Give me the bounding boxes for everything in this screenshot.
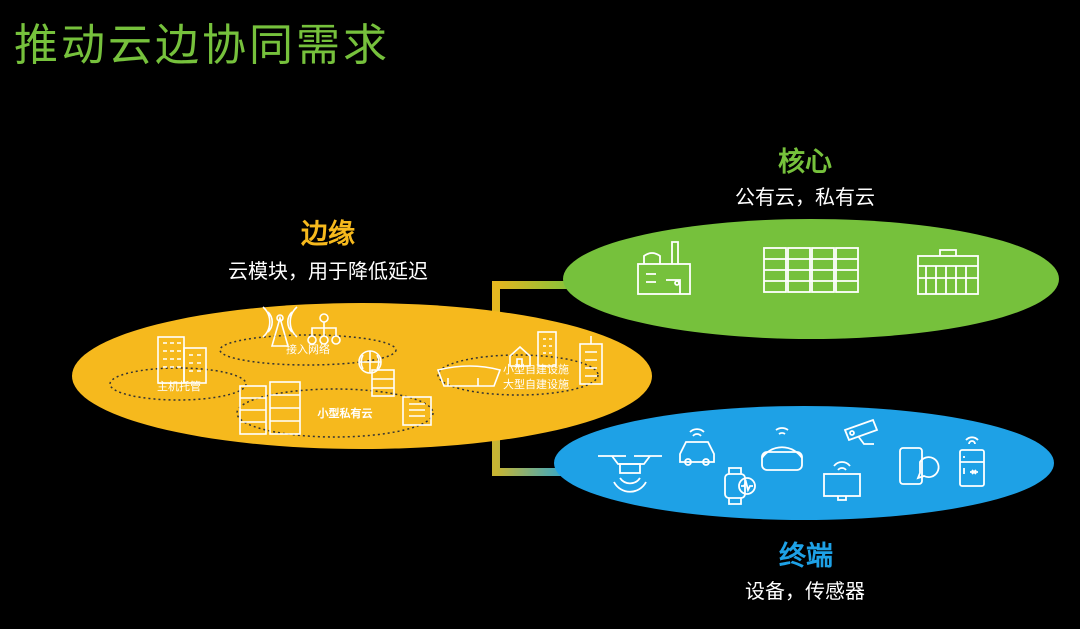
edge-heading: 边缘 [301,219,355,250]
globe-server-icon [358,350,395,397]
core-heading: 核心 [778,147,832,178]
core-ellipse [563,219,1059,339]
vr-headset-icon [761,427,803,471]
office-building-icon [157,336,207,384]
access-network-label: 接入网络 [286,342,330,356]
data-building-icon [917,249,979,295]
stadium-icon [436,365,502,387]
house-icon [509,345,531,367]
small-facility-label: 小型自建设施 [503,362,569,376]
monitor-icon [823,461,861,501]
edge-subtitle: 云模块，用于降低延迟 [228,259,428,283]
antenna-tower-icon [262,306,298,347]
security-camera-icon [843,418,879,445]
terminal-subtitle: 设备，传感器 [745,579,865,603]
terminal-ellipse [554,406,1054,520]
smart-fridge-icon [959,436,985,487]
smartphone-chat-icon [899,447,940,485]
storage-cabinet-icon [402,396,432,426]
private-cloud-label: 小型私有云 [317,406,373,420]
facility-zone [437,354,599,396]
large-facility-label: 大型自建设施 [503,377,569,391]
smartwatch-icon [724,467,756,505]
drone-icon [598,455,662,493]
terminal-heading: 终端 [779,541,833,572]
city-buildings-icon [537,331,603,385]
page-title: 推动云边协同需求 [14,20,390,71]
factory-icon [637,241,691,295]
car-icon [679,428,715,466]
hosting-label: 主机托管 [157,379,201,393]
edge-terminal-connector [492,430,570,476]
edge-ellipse [72,303,652,449]
datacenter-servers-icon [763,247,859,293]
server-rack-icon [239,381,301,435]
network-topology-icon [307,313,341,345]
hosting-zone [109,367,247,401]
private-cloud-zone [236,388,434,438]
core-subtitle: 公有云，私有云 [735,185,875,209]
access-zone [219,334,397,366]
